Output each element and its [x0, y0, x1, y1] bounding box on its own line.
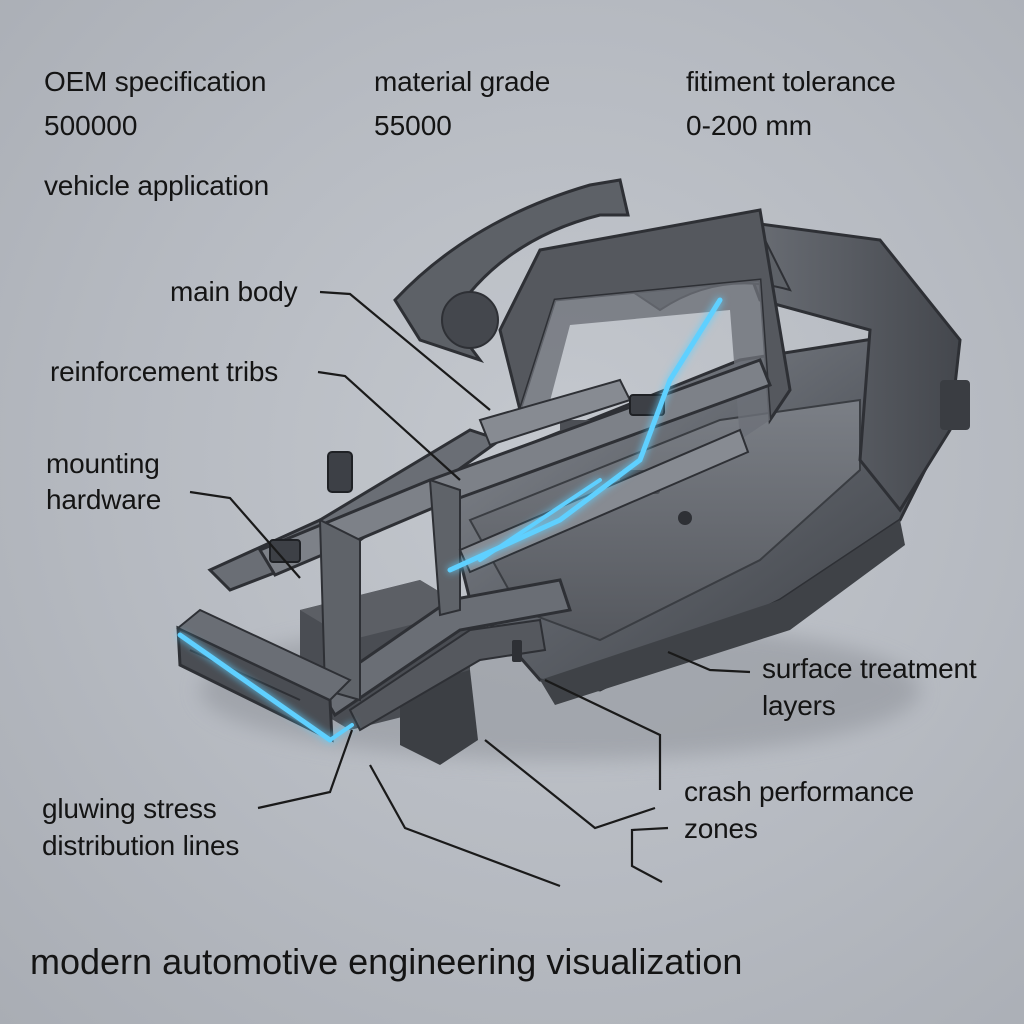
leader-stress-lines: [257, 729, 354, 810]
callout-crash-zones-line1: crash performance: [684, 776, 915, 807]
main-body: [393, 178, 970, 705]
mounting-hardware: [269, 394, 665, 662]
leader-main-body: [319, 290, 491, 411]
leader-lines: [189, 290, 751, 888]
callout-stress-lines-line2: distribution lines: [42, 830, 240, 861]
callout-stress-lines-line1: gluwing stress: [42, 793, 217, 824]
glowing-stress-lines: [177, 297, 723, 743]
leader-reinforcement-ribs: [317, 370, 461, 481]
figure-caption: modern automotive engineering visualizat…: [30, 941, 743, 982]
material-grade-value: 55000: [374, 110, 452, 141]
fitment-tolerance-value: 0-200 mm: [686, 110, 813, 141]
leader-crash-zone-b: [484, 739, 656, 830]
leader-crash-zone-d: [369, 764, 561, 888]
callout-mounting-hardware-line2: hardware: [46, 484, 162, 515]
vehicle-application-label: vehicle application: [44, 170, 270, 201]
leader-crash-zone-a: [544, 679, 662, 790]
callout-surface-treatment-line2: layers: [762, 690, 836, 721]
fitment-tolerance-label: fitiment tolerance: [686, 66, 896, 97]
callout-mounting-hardware-line1: mounting: [46, 448, 160, 479]
leader-mounting-hardware: [189, 490, 301, 579]
callout-surface-treatment-line1: surface treatment: [762, 653, 977, 684]
leader-surface-treatment: [667, 650, 751, 674]
oem-spec-value: 500000: [44, 110, 138, 141]
leader-crash-zone-c: [630, 826, 669, 883]
callout-crash-zones-line2: zones: [684, 813, 758, 844]
material-grade-label: material grade: [374, 66, 551, 97]
callout-main-body: main body: [170, 276, 298, 307]
callout-reinforcement-ribs: reinforcement tribs: [50, 356, 279, 387]
oem-spec-label: OEM specification: [44, 66, 267, 97]
